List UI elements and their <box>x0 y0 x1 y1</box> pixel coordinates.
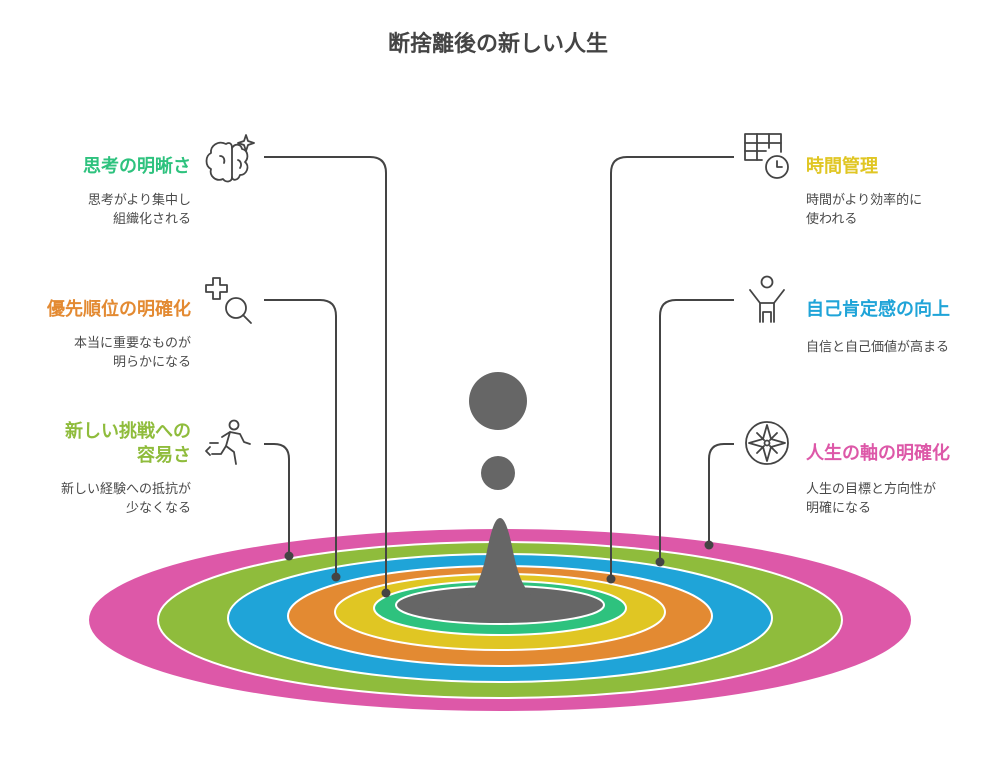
diagram-title: 断捨離後の新しい人生 <box>387 32 608 57</box>
item-title-priority: 優先順位の明確化 <box>47 299 191 320</box>
connector-dot-selfesteem <box>655 557 665 567</box>
connector-challenge <box>264 443 290 556</box>
item-desc-priority: 本当に重要なものが 明らかになる <box>73 336 191 370</box>
item-title-life-axis: 人生の軸の明確化 <box>806 443 950 464</box>
splash-peak <box>428 518 572 610</box>
item-desc-thought-clarity: 思考がより集中し 組織化される <box>87 193 191 227</box>
connector-thought <box>264 156 387 593</box>
droplet-large <box>469 372 527 430</box>
item-title-time-management: 時間管理 <box>806 156 878 177</box>
connector-dot-time <box>606 574 616 584</box>
item-desc-challenge: 新しい経験への抵抗が 少なくなる <box>60 482 191 516</box>
item-desc-self-esteem: 自信と自己価値が高まる <box>806 340 950 355</box>
brain-sparkle-icon <box>205 134 255 183</box>
droplet-small <box>481 456 515 490</box>
compass-icon <box>745 421 789 465</box>
search-cross-icon <box>205 277 252 324</box>
item-title-self-esteem: 自己肯定感の向上 <box>806 299 950 320</box>
connector-priority <box>264 299 337 577</box>
connector-dot-priority <box>331 572 341 582</box>
connector-dot-axis <box>704 540 714 550</box>
connector-selfesteem <box>659 299 734 562</box>
running-person-icon <box>205 419 251 465</box>
connector-dot-thought <box>381 588 391 598</box>
connector-dot-challenge <box>284 551 294 561</box>
item-title-thought-clarity: 思考の明晰さ <box>83 156 191 177</box>
connector-time <box>610 156 734 579</box>
item-desc-life-axis: 人生の目標と方向性が 明確になる <box>806 482 937 516</box>
item-title-challenge: 新しい挑戦への 容易さ <box>65 421 191 466</box>
item-desc-time-management: 時間がより効率的に 使われる <box>806 193 923 227</box>
calendar-clock-icon <box>744 133 789 179</box>
person-arms-up-icon <box>749 275 785 323</box>
connector-axis <box>708 443 734 545</box>
